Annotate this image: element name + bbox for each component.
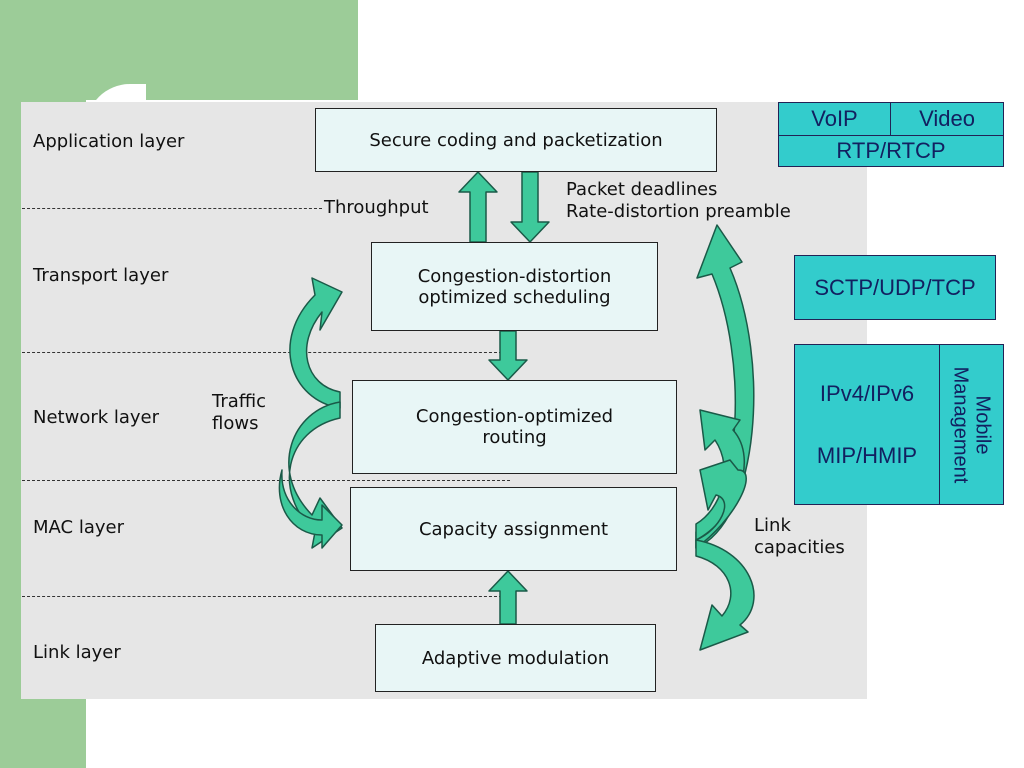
congestion-routing-line1: Congestion-optimized [415, 406, 614, 427]
modulation-up-arrow [488, 570, 528, 625]
throughput-up-arrow [458, 171, 498, 243]
layer-label-network: Network layer [33, 407, 160, 428]
protocol-ipv4-label: IPv4/IPv6 [819, 380, 915, 406]
packet-deadlines-label: Packet deadlines [566, 179, 718, 200]
protocol-transport-label: SCTP/UDP/TCP [814, 274, 976, 300]
traffic-flows-line1: Traffic [212, 391, 267, 412]
layer-label-mac: MAC layer [33, 517, 124, 538]
adaptive-modulation-box: Adaptive modulation [375, 624, 656, 692]
protocol-video-label: Video [919, 106, 975, 131]
traffic-flow-bottom-arrow [278, 469, 343, 549]
congestion-distortion-line2: optimized scheduling [418, 286, 611, 308]
protocol-voip: VoIP [778, 102, 891, 136]
protocol-network: IPv4/IPv6 MIP/HMIP [794, 344, 940, 505]
traffic-flows-line2: flows [212, 413, 259, 434]
separator-network-mac [22, 480, 510, 481]
mobile-management-line1: Mobile [971, 395, 994, 454]
protocol-rtp: RTP/RTCP [778, 135, 1004, 167]
protocol-video: Video [890, 102, 1004, 136]
protocol-voip-label: VoIP [811, 106, 858, 131]
traffic-flow-upper-arrow [289, 277, 343, 409]
protocol-mobile-management: Mobile Management [939, 344, 1004, 505]
capacity-assignment-box: Capacity assignment [350, 487, 677, 571]
mobile-management-line2: Management [949, 366, 972, 483]
secure-coding-label: Secure coding and packetization [369, 129, 663, 151]
congestion-distortion-line1: Congestion-distortion [417, 265, 612, 287]
congestion-routing-box: Congestion-optimized routing [352, 380, 677, 474]
protocol-mip-label: MIP/HMIP [816, 442, 918, 468]
throughput-label: Throughput [324, 197, 429, 218]
link-capacities-line2: capacities [754, 537, 845, 558]
link-capacity-lower-arrow [695, 539, 755, 651]
link-capacity-mac-arrow [695, 459, 747, 549]
secure-coding-box: Secure coding and packetization [315, 108, 717, 172]
layer-label-transport: Transport layer [33, 265, 169, 286]
layer-label-application: Application layer [33, 131, 185, 152]
protocol-rtp-label: RTP/RTCP [836, 138, 946, 163]
protocol-transport: SCTP/UDP/TCP [794, 255, 996, 320]
rate-distortion-label: Rate-distortion preamble [566, 201, 791, 222]
congestion-distortion-box: Congestion-distortion optimized scheduli… [371, 242, 658, 331]
deadlines-down-arrow [510, 171, 550, 243]
layer-label-link: Link layer [33, 642, 121, 663]
congestion-routing-line2: routing [482, 427, 547, 448]
adaptive-modulation-label: Adaptive modulation [421, 647, 610, 669]
scheduling-down-arrow [488, 330, 528, 381]
separator-transport-network [22, 352, 502, 353]
capacity-assignment-label: Capacity assignment [418, 518, 609, 540]
link-capacities-line1: Link [754, 515, 791, 536]
separator-application-transport [22, 208, 322, 209]
separator-mac-link [22, 596, 502, 597]
mobile-management-text: Mobile Management [950, 366, 994, 483]
